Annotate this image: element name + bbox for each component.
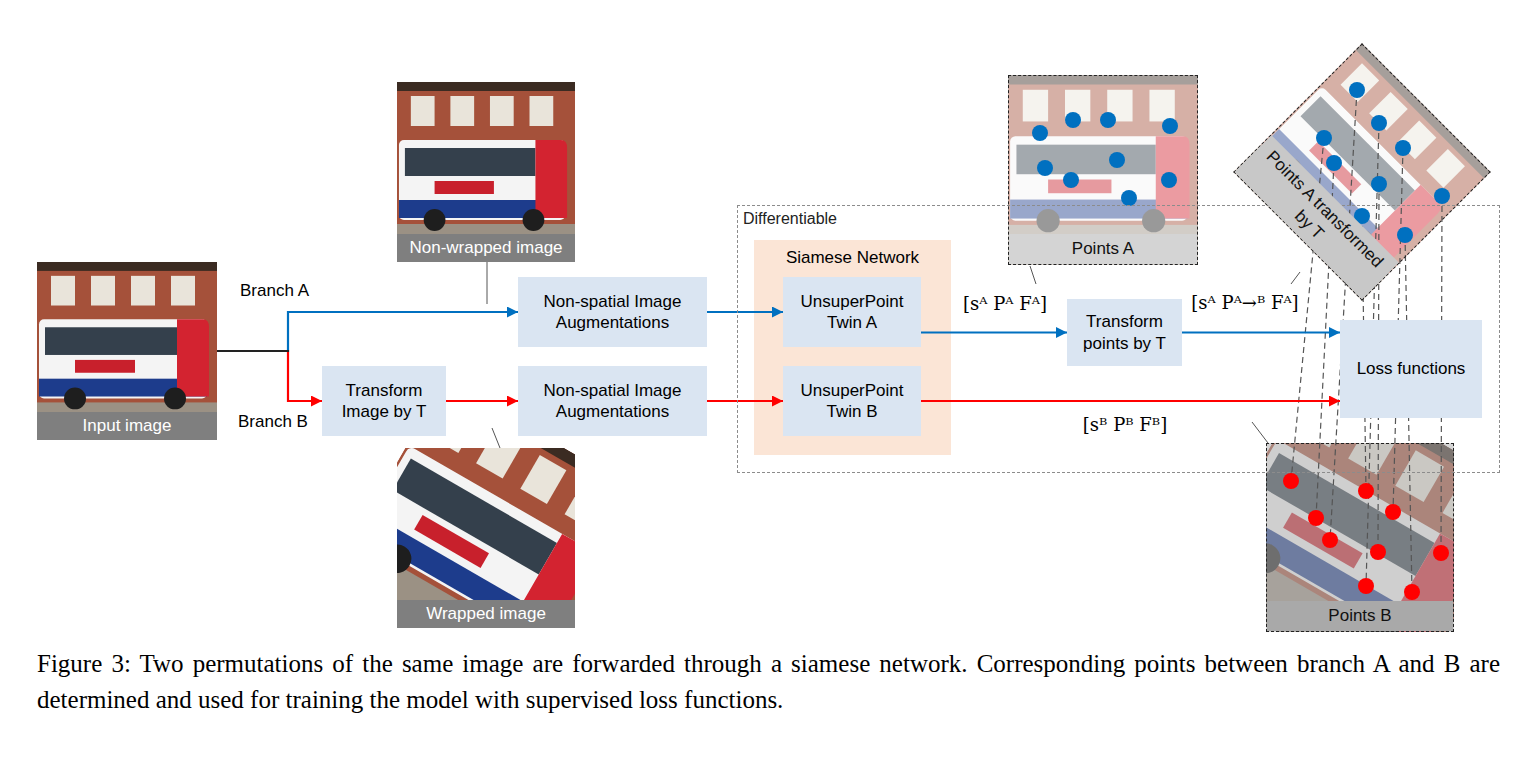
keypoint [1283, 473, 1299, 489]
arrow-connector [921, 400, 1340, 402]
node-label: Non-wrapped image [397, 234, 575, 262]
node-label: Siamese Network [754, 240, 951, 268]
input-photo [37, 262, 217, 440]
keypoint [1371, 176, 1387, 192]
branch-label: Branch B [238, 412, 308, 432]
branch-label: Branch A [240, 281, 309, 301]
keypoint [1371, 115, 1387, 131]
fade-overlay [1233, 43, 1490, 300]
fade-overlay [1266, 443, 1454, 632]
process-box: Transform points by T [1067, 299, 1182, 366]
leader-line [1291, 272, 1300, 284]
keypoint [1109, 152, 1125, 168]
image-panel: Input image [37, 262, 217, 440]
arrow-connector [1182, 331, 1340, 333]
network-band-fill [754, 240, 951, 455]
points-b-dots [1283, 473, 1449, 600]
process-box: UnsuperPoint Twin B [783, 366, 921, 436]
process-box: Non-spatial Image Augmentations [518, 366, 707, 436]
keypoint [1395, 140, 1411, 156]
keypoint [1037, 160, 1053, 176]
arrow-connector [707, 311, 783, 313]
keypoint [1322, 532, 1338, 548]
keypoint [1404, 584, 1420, 600]
node-label: Input image [37, 412, 217, 440]
process-box: Loss functions [1340, 320, 1482, 418]
edge-label: [sᴬ Pᴬ→ᴮ Fᴬ] [1188, 292, 1301, 313]
node-label: Differentiable [738, 206, 842, 232]
node-label: UnsuperPoint Twin B [791, 380, 913, 423]
wrapped-photo [397, 448, 575, 628]
transformed-photo-image [1233, 43, 1490, 300]
keypoint [1370, 544, 1386, 560]
keypoint [1065, 112, 1081, 128]
leader-line [487, 262, 488, 304]
keypoint [1397, 227, 1413, 243]
fade-overlay [1008, 75, 1198, 265]
leader-line [492, 428, 500, 448]
figure-caption: Figure 3: Two permutations of the same i… [37, 646, 1500, 719]
edge-label: [sᴮ Pᴮ Fᴮ] [1080, 414, 1170, 435]
keypoint [1308, 510, 1324, 526]
keypoint [1358, 483, 1374, 499]
node-label: Non-spatial Image Augmentations [526, 380, 699, 423]
network-band: Siamese NetworkUnsuperPoint Twin A Unsupe… [754, 240, 951, 455]
keypoint [1316, 130, 1332, 146]
keypoint [1121, 190, 1137, 206]
node-label: Non-spatial Image Augmentations [526, 291, 699, 334]
keypoint [1161, 172, 1177, 188]
node-label: Transform Image by T [330, 380, 438, 423]
node-label: Points A [1009, 234, 1197, 264]
arrow-connector [217, 312, 518, 351]
node-label: Points A transformed by T [1235, 135, 1399, 299]
points-b-photo-image [1266, 443, 1454, 632]
keypoint [1434, 188, 1450, 204]
keypoint [1100, 112, 1116, 128]
wrapped-photo-image [397, 448, 575, 628]
node-label: Loss functions [1348, 358, 1474, 379]
node-label: Wrapped image [397, 600, 575, 628]
branch-stem [217, 350, 289, 352]
points-a-dots [1032, 112, 1178, 206]
keypoint [1162, 118, 1178, 134]
arrow-connector [446, 400, 518, 402]
keypoint [1349, 82, 1365, 98]
keypoint [1385, 504, 1401, 520]
transformed-photo [1233, 43, 1490, 300]
image-panel: Wrapped image [397, 448, 575, 628]
node-label: Transform points by T [1075, 311, 1174, 354]
arrow-connector [217, 351, 322, 401]
process-box: Non-spatial Image Augmentations [518, 277, 707, 347]
arrow-connector [707, 400, 783, 402]
points-a-photo [1008, 75, 1198, 265]
node-label: Points B [1267, 601, 1453, 631]
keypoint [1433, 545, 1449, 561]
keypoint [1326, 155, 1342, 171]
keypoint [1358, 578, 1374, 594]
edge-label: [sᴬ Pᴬ Fᴬ] [960, 293, 1050, 314]
leader-line [1252, 422, 1268, 443]
points-panel: Points A transformed by T [1233, 43, 1490, 300]
points-panel: Points B [1266, 443, 1454, 632]
arrow-connector [921, 331, 1067, 333]
keypoint [1063, 172, 1079, 188]
keypoint [1032, 125, 1048, 141]
leader-lines [487, 262, 1300, 448]
image-panel: Non-wrapped image [397, 82, 575, 262]
non-wrapped-photo [397, 82, 575, 262]
node-label: UnsuperPoint Twin A [791, 291, 913, 334]
points-b-photo [1266, 443, 1454, 632]
process-box: Transform Image by T [322, 366, 446, 436]
leader-line [1030, 266, 1036, 284]
points-panel: Points A [1008, 75, 1198, 265]
process-box: UnsuperPoint Twin A [783, 277, 921, 347]
